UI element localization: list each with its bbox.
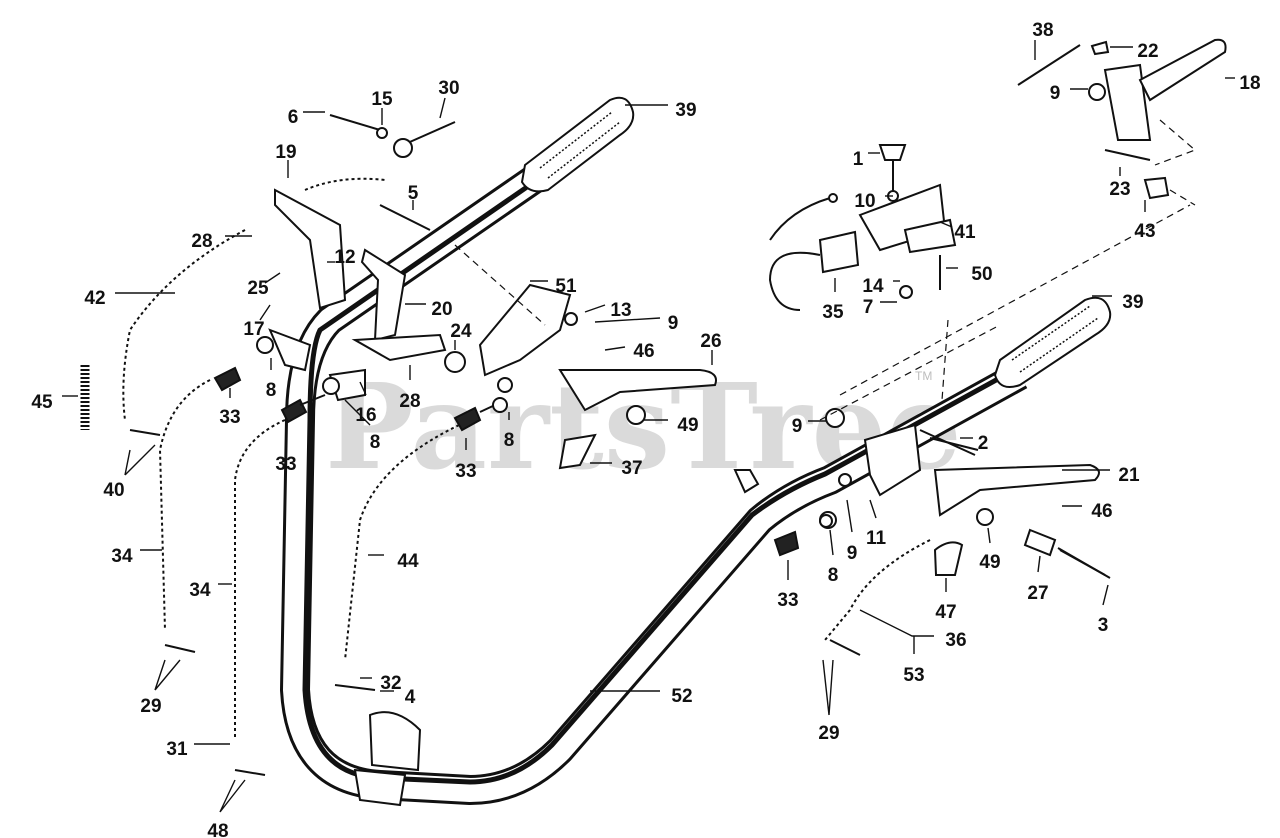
misc-hardware xyxy=(80,114,1106,776)
callout-label: 13 xyxy=(610,300,631,321)
callout-label: 29 xyxy=(140,696,161,717)
handlebar-frame xyxy=(280,162,1028,807)
callout-label: 14 xyxy=(862,276,884,297)
callout-label: 34 xyxy=(189,580,211,601)
callout-label: 33 xyxy=(219,407,240,428)
left-grip xyxy=(520,96,635,193)
callout-label: 34 xyxy=(111,546,133,567)
callout-label: 32 xyxy=(380,673,401,694)
chute-lever-assembly xyxy=(1017,38,1227,206)
callout-label: 18 xyxy=(1239,73,1260,94)
watermark-tm: TM xyxy=(915,369,932,383)
callout-label: 9 xyxy=(792,416,803,437)
callout-label: 7 xyxy=(863,297,874,318)
callout-label: 53 xyxy=(903,665,924,686)
callout-label: 12 xyxy=(334,247,355,268)
callout-label: 22 xyxy=(1137,41,1158,62)
callout-label: 24 xyxy=(450,321,472,342)
callout-label: 17 xyxy=(243,319,264,340)
callout-label: 8 xyxy=(828,565,839,586)
callout-label: 29 xyxy=(818,723,839,744)
callout-label: 35 xyxy=(822,302,844,323)
callout-label: 9 xyxy=(668,313,679,334)
callout-label: 10 xyxy=(854,191,875,212)
callout-label: 38 xyxy=(1032,20,1053,41)
callout-label: 19 xyxy=(275,142,296,163)
callout-label: 48 xyxy=(207,821,228,838)
callout-label: 15 xyxy=(371,89,393,110)
callout-label: 1 xyxy=(853,149,864,170)
callout-label: 21 xyxy=(1118,465,1140,486)
callout-label: 33 xyxy=(455,461,476,482)
callout-label: 31 xyxy=(166,739,188,760)
callout-label: 50 xyxy=(971,264,992,285)
callout-label: 52 xyxy=(671,686,692,707)
callout-label: 49 xyxy=(979,552,1000,573)
callout-label: 28 xyxy=(399,391,420,412)
callout-label: 51 xyxy=(555,276,577,297)
callout-label: 20 xyxy=(431,299,452,320)
callout-label: 25 xyxy=(247,278,269,299)
callout-label: 2 xyxy=(978,433,989,454)
callout-label: 9 xyxy=(1050,83,1061,104)
alignment-lines xyxy=(454,204,1191,421)
callout-label: 37 xyxy=(621,458,642,479)
callout-label: 23 xyxy=(1109,179,1130,200)
callout-label: 49 xyxy=(677,415,698,436)
auger-lever-assembly xyxy=(774,408,1111,579)
callout-label: 46 xyxy=(1091,501,1112,522)
callout-label: 33 xyxy=(275,454,296,475)
callout-label: 44 xyxy=(397,551,419,572)
callout-label: 16 xyxy=(355,405,376,426)
callout-label: 43 xyxy=(1134,221,1155,242)
right-grip xyxy=(993,296,1112,388)
callout-label: 3 xyxy=(1098,615,1109,636)
callout-label: 45 xyxy=(31,392,53,413)
callout-label: 30 xyxy=(438,78,459,99)
callout-label: 27 xyxy=(1027,583,1048,604)
leader-lines xyxy=(62,40,1235,813)
callout-label: 41 xyxy=(954,222,976,243)
callout-label: 47 xyxy=(935,602,956,623)
callout-label: 4 xyxy=(405,687,416,708)
callout-label: 40 xyxy=(103,480,124,501)
cables xyxy=(122,177,931,740)
callout-label: 9 xyxy=(847,543,858,564)
callout-label: 8 xyxy=(370,432,381,453)
callout-label: 46 xyxy=(633,341,654,362)
drive-lever-assembly xyxy=(256,188,717,470)
callout-label: 8 xyxy=(266,380,277,401)
callout-label: 33 xyxy=(777,590,798,611)
callout-label: 26 xyxy=(700,331,721,352)
callout-label: 39 xyxy=(1122,292,1143,313)
callout-label: 42 xyxy=(84,288,105,309)
callout-label: 36 xyxy=(945,630,966,651)
callout-label: 11 xyxy=(866,528,887,549)
callout-label: 39 xyxy=(675,100,696,121)
callout-label: 6 xyxy=(288,107,299,128)
callout-label: 8 xyxy=(504,430,515,451)
callout-label: 28 xyxy=(191,231,212,252)
interlock-switch-assembly xyxy=(768,144,957,311)
callout-label: 5 xyxy=(408,183,419,204)
